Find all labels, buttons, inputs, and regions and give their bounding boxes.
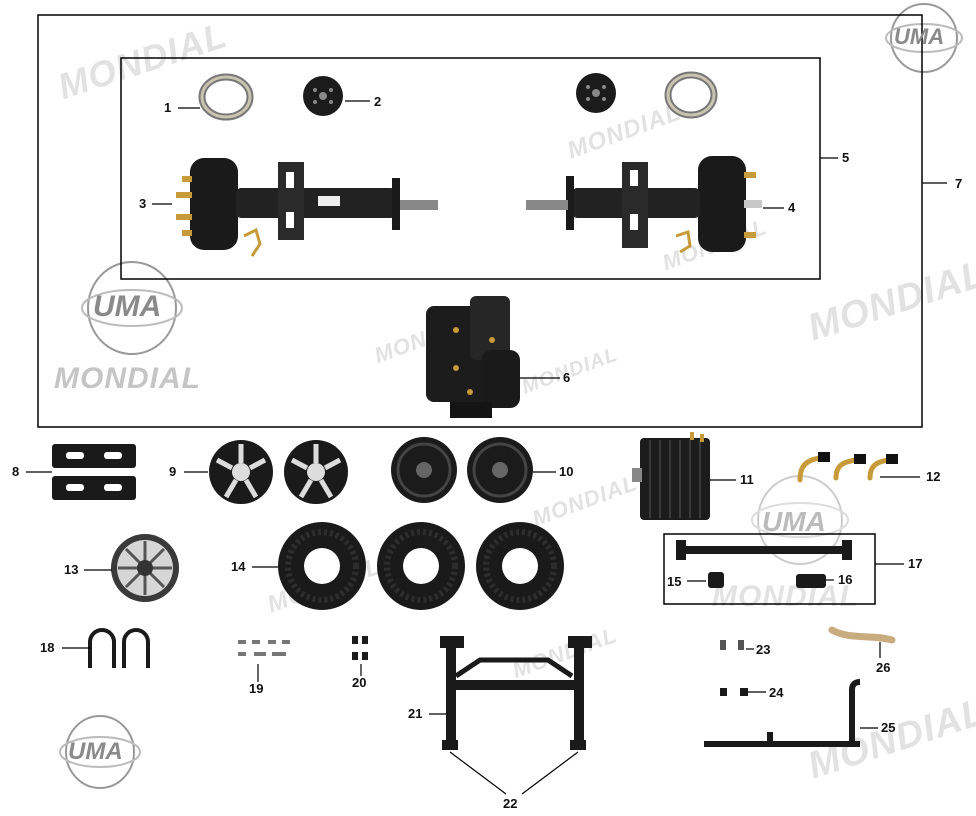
callout-21: 21 — [408, 706, 423, 721]
callout-7: 7 — [955, 176, 963, 191]
brake-shoe-icon — [198, 73, 254, 121]
axle-bar-icon — [676, 540, 852, 560]
steel-rim-icon — [391, 437, 533, 503]
callout-13: 13 — [64, 562, 79, 577]
wheel-cover-icon — [209, 440, 348, 504]
callout-12: 12 — [926, 469, 941, 484]
callout-25: 25 — [881, 720, 896, 735]
hub-plate-icon — [576, 73, 616, 113]
gearbox-icon — [426, 296, 520, 418]
callout-14: 14 — [231, 559, 246, 574]
uma-logo-text: UMA — [93, 290, 162, 323]
u-bolt-icon — [88, 628, 150, 668]
bolt-set-icon — [238, 640, 290, 656]
callout-26: 26 — [876, 660, 891, 675]
inner-frame — [120, 57, 821, 280]
leader-lines — [26, 100, 947, 795]
clip-icon — [720, 640, 744, 650]
callout-22: 22 — [503, 796, 518, 811]
callout-11: 11 — [740, 472, 754, 487]
callout-23: 23 — [756, 642, 771, 657]
rubber-pad-icon — [720, 688, 748, 696]
callout-3: 3 — [139, 196, 147, 211]
outer-frame — [37, 14, 923, 428]
bushing-icon — [708, 572, 724, 588]
nut-set-icon — [352, 636, 368, 660]
callout-1: 1 — [164, 100, 172, 115]
alloy-wheel-icon — [111, 534, 179, 602]
watermark-text: MONDIAL — [54, 362, 201, 395]
watermark-text: MONDIAL — [712, 580, 859, 613]
callout-24: 24 — [769, 685, 784, 700]
callout-2: 2 — [374, 94, 382, 109]
uma-logo-text: UMA — [68, 738, 123, 765]
uma-logo-text: UMA — [762, 506, 826, 537]
uma-logo-text: UMA — [894, 24, 945, 49]
callout-10: 10 — [559, 464, 574, 479]
uma-logo — [59, 3, 963, 789]
tyre-icon — [278, 522, 564, 610]
side-stand-icon — [704, 679, 861, 747]
brake-shoe-icon — [664, 71, 718, 119]
callout-15: 15 — [667, 574, 682, 589]
axle-frame — [663, 533, 876, 605]
callout-6: 6 — [563, 370, 571, 385]
hub-plate-icon — [303, 76, 343, 116]
callout-19: 19 — [249, 681, 264, 696]
callout-8: 8 — [12, 464, 20, 479]
bushing-icon — [796, 574, 826, 588]
callout-20: 20 — [352, 675, 367, 690]
electric-motor-icon — [632, 432, 710, 520]
callout-9: 9 — [169, 464, 177, 479]
right-half-axle-icon — [526, 156, 762, 254]
callout-4: 4 — [788, 200, 796, 215]
bracket-plate-icon — [52, 444, 136, 500]
left-half-axle-icon — [176, 158, 438, 257]
seal-strip-icon — [828, 626, 896, 644]
valve-stem-icon — [797, 452, 898, 483]
callout-18: 18 — [40, 640, 55, 655]
center-stand-icon — [440, 636, 592, 750]
callout-5: 5 — [842, 150, 850, 165]
callout-17: 17 — [908, 556, 923, 571]
callout-16: 16 — [838, 572, 853, 587]
